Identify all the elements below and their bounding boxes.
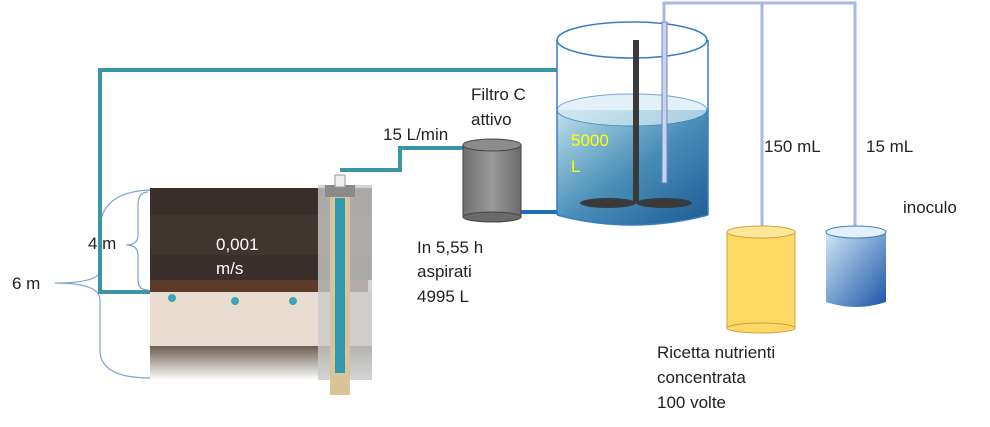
permeability-label: m/s — [216, 259, 243, 278]
nutrient-label: 100 volte — [657, 393, 726, 412]
nutrient-label: Ricetta nutrienti — [657, 343, 775, 362]
inoculum-volume-label: 15 mL — [866, 137, 913, 156]
nutrient-label: concentrata — [657, 368, 746, 387]
agitator-blade — [580, 198, 636, 208]
brace-4m — [125, 191, 149, 291]
dosing-tube — [661, 21, 668, 184]
extraction-pipe — [340, 146, 463, 172]
time-label: In 5,55 h — [417, 238, 483, 257]
filter-label: Filtro C — [471, 85, 526, 104]
bioreactor-tank — [556, 21, 709, 226]
agitator-shaft — [633, 40, 639, 202]
time-label: 4995 L — [417, 287, 469, 306]
time-label: aspirati — [417, 262, 472, 281]
nutrient-volume-label: 150 mL — [764, 137, 821, 156]
tank-volume-label: 5000 — [571, 131, 609, 150]
infiltration-sprinklers — [168, 294, 297, 305]
brace-6m — [54, 189, 151, 379]
depth-total-label: 6 m — [12, 274, 40, 293]
flow-rate-label: 15 L/min — [383, 125, 448, 144]
tank-volume-label: L — [571, 157, 580, 176]
filter-label: attivo — [471, 110, 512, 129]
recirculation-pipe — [98, 68, 557, 294]
inoculum-label: inoculo — [903, 198, 957, 217]
permeability-label: 0,001 — [216, 235, 259, 254]
carbon-filter — [462, 138, 522, 223]
depth-upper-label: 4 m — [88, 234, 116, 253]
nutrient-container — [726, 225, 796, 334]
inoculum-beaker — [825, 225, 887, 307]
well — [318, 174, 372, 395]
agitator-blade — [636, 198, 692, 208]
dosing-line — [662, 1, 857, 228]
